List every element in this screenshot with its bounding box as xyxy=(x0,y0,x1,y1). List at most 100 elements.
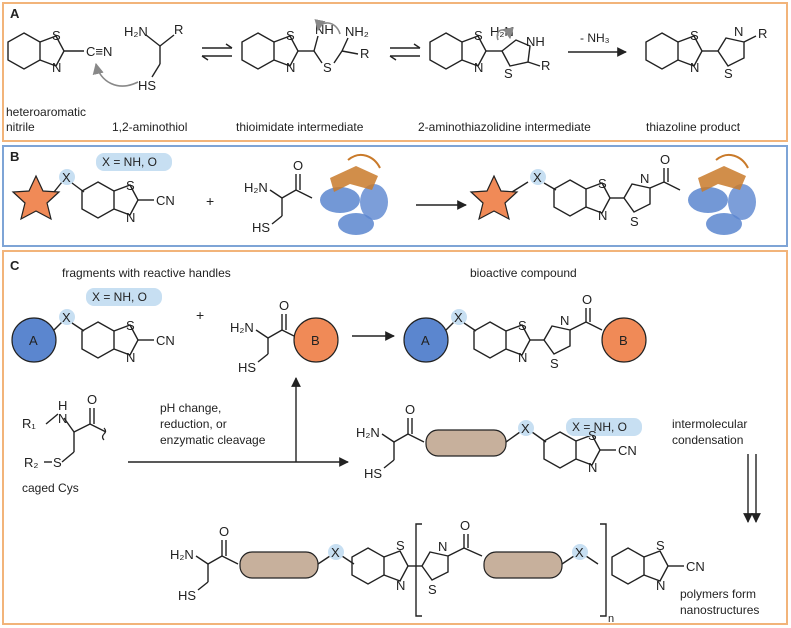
product-b-label: B xyxy=(619,333,628,348)
atom-n: N xyxy=(126,350,135,365)
atom-x: X xyxy=(575,545,584,560)
linker-bond xyxy=(53,321,63,331)
atom-s: S xyxy=(550,356,559,371)
atom-r1: R₁ xyxy=(22,416,36,431)
atom-o: O xyxy=(405,402,415,417)
atom-n: N xyxy=(588,460,597,475)
x-note: X = NH, O xyxy=(102,155,157,169)
plus-sign: + xyxy=(196,307,204,323)
atom-x: X xyxy=(533,170,542,185)
atom-n: N xyxy=(518,350,527,365)
repeat-n: n xyxy=(608,613,614,625)
panel-a-letter: A xyxy=(10,6,20,21)
atom-s: S xyxy=(588,428,597,443)
linker-bond xyxy=(511,181,529,193)
x-highlight xyxy=(328,544,344,560)
cyclization-arrow xyxy=(314,19,341,35)
thioimidate-intermediate xyxy=(241,32,359,70)
atom-o: O xyxy=(293,158,303,173)
fragment-b-circle xyxy=(293,317,339,363)
atom-s: S xyxy=(474,28,483,43)
atom-s: S xyxy=(52,28,61,43)
atom-n: N xyxy=(656,578,665,593)
atom-r: R xyxy=(758,26,767,41)
product-b-circle xyxy=(601,317,647,363)
atom-n: N xyxy=(52,60,61,75)
label-nitrile: nitrile xyxy=(6,120,35,134)
x-note-badge xyxy=(566,418,642,436)
x-highlight xyxy=(59,169,75,185)
x-note: X = NH, O xyxy=(92,290,147,304)
atom-s: S xyxy=(126,178,135,193)
caged-cys xyxy=(44,408,107,463)
atom-h2n: H₂N xyxy=(170,547,194,562)
atom-cn: CN xyxy=(156,333,175,348)
atom-n: N xyxy=(396,578,405,593)
heteroaromatic-nitrile xyxy=(7,32,84,70)
panel-a-frame xyxy=(2,2,788,142)
atom-n: N xyxy=(598,208,607,223)
linker-bond xyxy=(53,181,63,193)
fragment-a-label: A xyxy=(29,333,38,348)
fluorophore-star-icon xyxy=(11,174,61,221)
atom-s: S xyxy=(690,28,699,43)
cysteine-protein xyxy=(269,174,313,225)
atom-n: N xyxy=(58,411,67,426)
bioactive-title: bioactive compound xyxy=(470,266,577,280)
atom-n: N xyxy=(734,24,743,39)
atom-h: H xyxy=(58,398,67,413)
atom-x: X xyxy=(521,421,530,436)
atom-s: S xyxy=(504,66,513,81)
atom-s: S xyxy=(396,538,405,553)
atom-cn: C≡N xyxy=(86,44,112,59)
x-note-badge xyxy=(96,153,172,171)
atom-nh2: NH₂ xyxy=(345,24,369,39)
attack-arrow xyxy=(92,62,139,87)
bioactive-compound xyxy=(463,308,603,359)
atom-hs: HS xyxy=(178,588,196,603)
fragments-title: fragments with reactive handles xyxy=(62,266,231,280)
aminothiol xyxy=(145,34,175,78)
atom-x: X xyxy=(62,170,71,185)
label-aminothiol: 1,2-aminothiol xyxy=(112,120,187,134)
x-highlight xyxy=(518,420,534,436)
atom-r2: R₂ xyxy=(24,455,38,470)
thiazoline-product xyxy=(645,32,757,70)
panel-b-frame xyxy=(2,145,788,247)
atom-r: R xyxy=(541,58,550,73)
linker-block xyxy=(425,429,507,457)
atom-o: O xyxy=(582,292,592,307)
atom-o: O xyxy=(279,298,289,313)
atom-hs: HS xyxy=(138,78,156,93)
cysteine-fragment-b xyxy=(255,314,295,363)
label-thioimidate: thioimidate intermediate xyxy=(236,120,364,134)
atom-hs: HS xyxy=(252,220,270,235)
atom-hs: HS xyxy=(364,466,382,481)
atom-s: S xyxy=(518,318,527,333)
atom-n: N xyxy=(560,313,569,328)
condition-line-3: enzymatic cleavage xyxy=(160,433,266,447)
atom-h2n: H₂N xyxy=(124,24,148,39)
condition-line-2: reduction, or xyxy=(160,417,227,431)
atom-x: X xyxy=(331,545,340,560)
atom-h2n: H₂N xyxy=(230,320,254,335)
atom-n: N xyxy=(286,60,295,75)
elimination-arrow xyxy=(496,27,514,41)
atom-x: X xyxy=(62,310,71,325)
atom-x: X xyxy=(454,310,463,325)
atom-s: S xyxy=(286,28,295,43)
x-note-badge xyxy=(86,288,162,306)
x-highlight xyxy=(451,309,467,325)
fragment-a-circle xyxy=(11,317,57,363)
atom-cn: CN xyxy=(618,443,637,458)
atom-o: O xyxy=(219,524,229,539)
product-a-circle xyxy=(403,317,449,363)
protein-icon xyxy=(688,153,756,235)
atom-cn: CN xyxy=(686,559,705,574)
atom-n: N xyxy=(640,171,649,186)
monomer xyxy=(381,418,616,469)
atom-s: S xyxy=(724,66,733,81)
atom-s: S xyxy=(656,538,665,553)
polymers-line-1: polymers form xyxy=(680,587,756,601)
